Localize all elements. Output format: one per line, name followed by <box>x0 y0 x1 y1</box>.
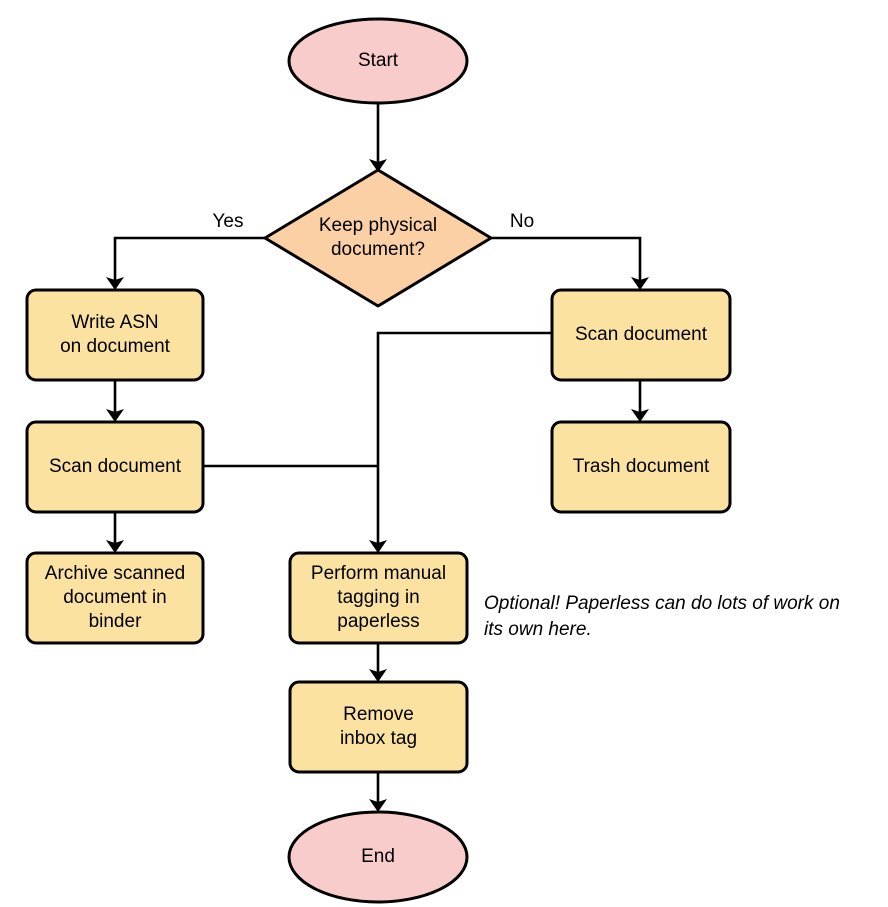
edge-path-scan-right-to-manual-tagging <box>376 331 552 547</box>
edge-manual-tagging-to-remove-inbox <box>369 643 387 682</box>
node-shape-write-asn <box>25 288 205 382</box>
node-label-trash-document: Trash document <box>573 456 710 477</box>
node-label-manual-tagging: tagging in <box>337 587 419 608</box>
arrowhead-decision-no-to-scan-right <box>631 277 649 290</box>
edge-scan-right-to-trash <box>631 380 649 422</box>
node-label-keep-physical: Keep physical <box>319 215 437 236</box>
node-label-scan-document-left: Scan document <box>49 456 182 477</box>
node-label-write-asn: Write ASN <box>71 312 158 333</box>
node-shape-manual-tagging <box>288 551 469 645</box>
node-label-remove-inbox-tag: Remove <box>343 704 414 725</box>
node-remove-inbox-tag: Remove inbox tag <box>288 680 469 774</box>
node-shape-start <box>287 17 469 105</box>
node-shape-remove-inbox-tag <box>288 680 469 774</box>
node-label-manual-tagging: paperless <box>337 611 419 632</box>
edge-path-decision-no-to-scan-right <box>491 236 642 284</box>
node-keep-physical: Keep physical document? <box>263 168 493 308</box>
arrowhead-decision-yes-to-write-asn <box>106 277 124 290</box>
edge-remove-inbox-to-end <box>369 772 387 812</box>
node-label-keep-physical: document? <box>331 239 425 260</box>
annotation-optional-note: Optional! Paperless can do lots of work … <box>484 593 840 640</box>
node-end: End <box>287 810 469 904</box>
node-label-scan-document-right: Scan document <box>575 324 708 345</box>
node-label-archive-binder: Archive scanned <box>45 563 185 584</box>
arrowhead-write-asn-to-scan-left <box>106 409 124 422</box>
arrowhead-start-to-decision <box>369 159 387 172</box>
node-label-remove-inbox-tag: inbox tag <box>340 728 417 749</box>
edge-path-decision-yes-to-write-asn <box>113 236 265 284</box>
node-label-archive-binder: binder <box>89 611 142 632</box>
node-shape-keep-physical <box>263 168 493 308</box>
arrowhead-remove-inbox-to-end <box>369 799 387 812</box>
node-archive-binder: Archive scanned document in binder <box>25 551 205 645</box>
edges-layer: Yes No <box>106 103 649 812</box>
arrowhead-scan-left-to-archive <box>106 540 124 553</box>
node-label-start: Start <box>358 50 399 71</box>
node-manual-tagging: Perform manual tagging in paperless <box>288 551 469 645</box>
edge-decision-yes-to-write-asn: Yes <box>106 211 265 290</box>
node-shape-end <box>287 810 469 904</box>
annotation-line: Optional! Paperless can do lots of work … <box>484 593 840 614</box>
node-shape-scan-document-left <box>25 420 205 514</box>
annotation-line: its own here. <box>484 619 592 640</box>
node-scan-document-left: Scan document <box>25 420 205 514</box>
annotations-layer: Optional! Paperless can do lots of work … <box>484 593 840 640</box>
arrowhead-scan-right-to-manual-tagging <box>369 540 387 553</box>
node-label-manual-tagging: Perform manual <box>311 563 446 584</box>
node-shape-archive-binder <box>25 551 205 645</box>
node-shape-trash-document <box>550 420 732 514</box>
node-label-end: End <box>361 846 395 867</box>
node-label-write-asn: on document <box>60 336 171 357</box>
edge-decision-no-to-scan-right: No <box>491 211 649 290</box>
arrowhead-scan-right-to-trash <box>631 409 649 422</box>
edge-scan-left-to-archive <box>106 512 124 553</box>
edge-write-asn-to-scan-left <box>106 380 124 422</box>
node-start: Start <box>287 17 469 105</box>
arrowhead-manual-tagging-to-remove-inbox <box>369 669 387 682</box>
edge-scan-right-to-manual-tagging <box>369 331 552 553</box>
node-label-archive-binder: document in <box>63 587 167 608</box>
node-scan-document-right: Scan document <box>550 288 732 382</box>
node-trash-document: Trash document <box>550 420 732 514</box>
node-write-asn: Write ASN on document <box>25 288 205 382</box>
edge-label-decision-no-to-scan-right: No <box>510 211 534 232</box>
edge-start-to-decision <box>369 103 387 172</box>
node-shape-scan-document-right <box>550 288 732 382</box>
edge-label-decision-yes-to-write-asn: Yes <box>213 211 244 232</box>
